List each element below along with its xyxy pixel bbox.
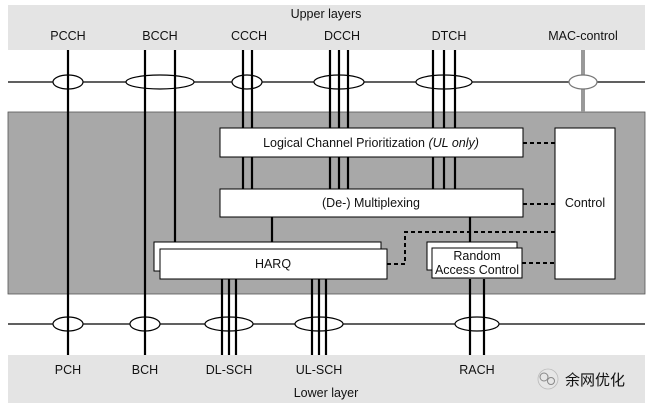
lower-channel-crossings	[66, 317, 486, 331]
control-label: Control	[565, 196, 605, 210]
harq-label: HARQ	[255, 257, 291, 271]
channel-label-bch: BCH	[132, 363, 158, 377]
channel-label-mac-control: MAC-control	[548, 29, 617, 43]
channel-label-pcch: PCCH	[50, 29, 85, 43]
rac-block	[431, 247, 523, 279]
channel-label-dtch: DTCH	[432, 29, 467, 43]
lcp-block	[219, 127, 524, 158]
watermark: 余网优化	[537, 368, 625, 390]
channel-label-pch: PCH	[55, 363, 81, 377]
control-block	[554, 127, 616, 280]
upper-layers-title: Upper layers	[291, 7, 362, 21]
channel-label-rach: RACH	[459, 363, 494, 377]
rac-label-line2: Access Control	[435, 263, 519, 277]
channel-label-dcch: DCCH	[324, 29, 360, 43]
mux-block	[219, 188, 524, 218]
lcp-label: Logical Channel Prioritization (UL only)	[263, 136, 479, 150]
mux-label: (De-) Multiplexing	[322, 196, 420, 210]
harq-block	[159, 248, 388, 280]
channel-label-bcch: BCCH	[142, 29, 177, 43]
lower-layer-title: Lower layer	[294, 386, 359, 400]
channel-label-ul-sch: UL-SCH	[296, 363, 343, 377]
upper-channel-crossings	[66, 75, 457, 89]
channel-label-ccch: CCCH	[231, 29, 267, 43]
rac-label-line1: Random	[453, 249, 500, 263]
channel-label-dl-sch: DL-SCH	[206, 363, 253, 377]
watermark-text: 余网优化	[565, 371, 625, 389]
upper-layers-band	[8, 5, 645, 50]
control-dashed-links	[387, 142, 555, 265]
